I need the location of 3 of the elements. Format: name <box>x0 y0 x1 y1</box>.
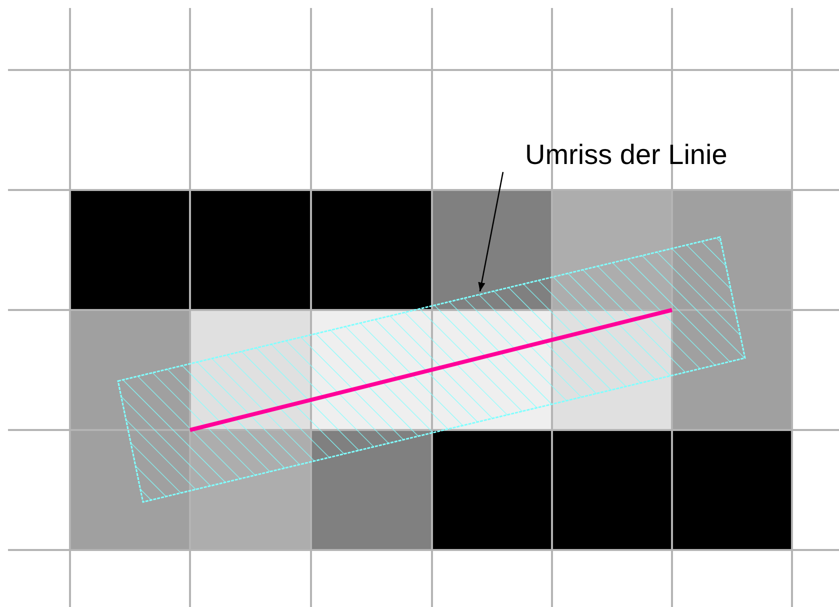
callout-label: Umriss der Linie <box>500 138 728 172</box>
leader-arrow <box>478 172 504 292</box>
line-outline <box>117 236 746 503</box>
